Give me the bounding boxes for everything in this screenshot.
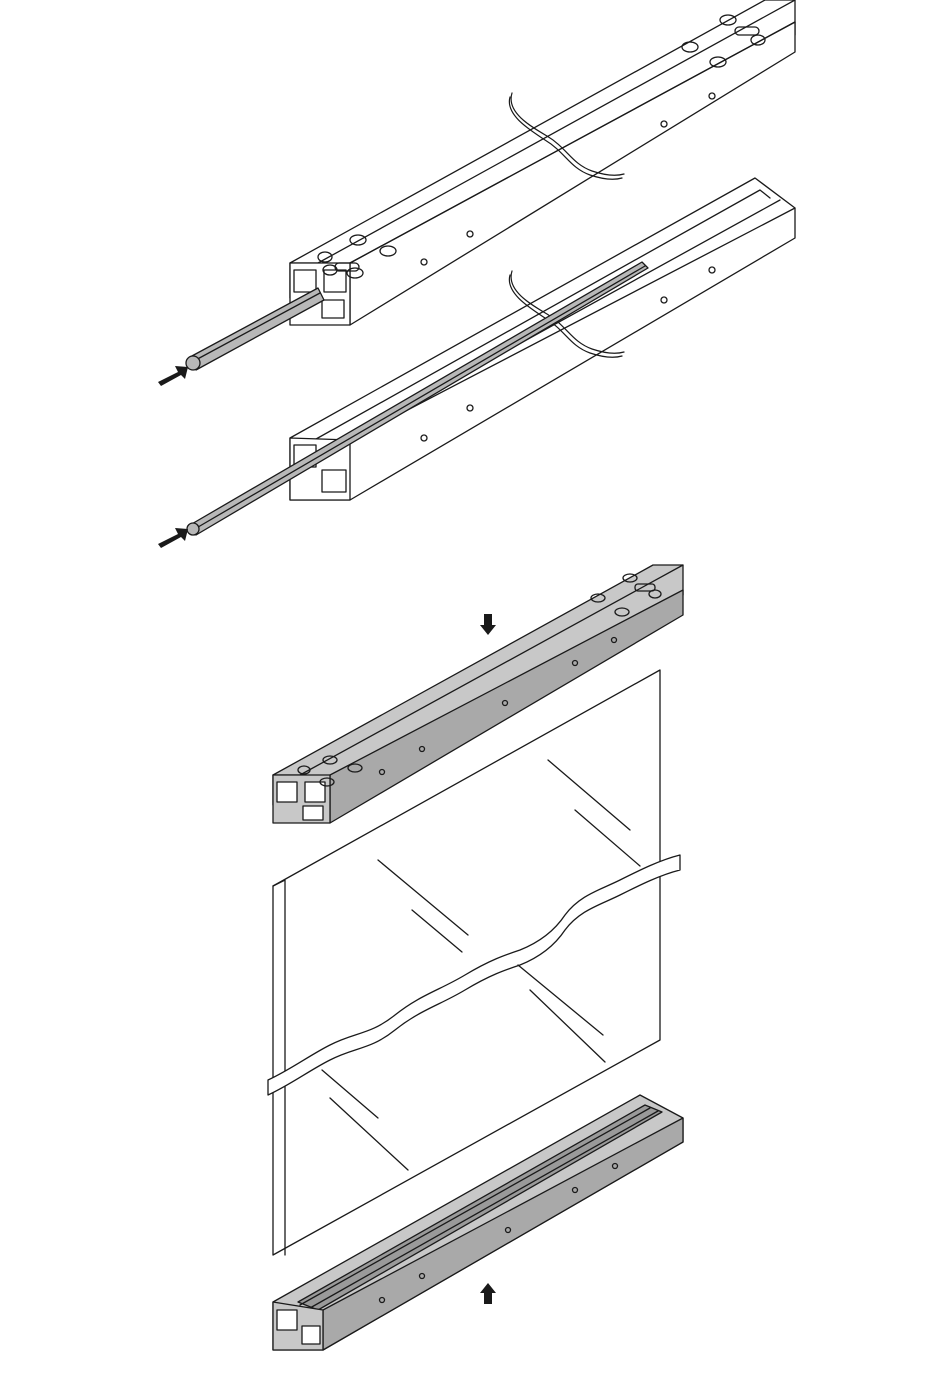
raise-bottom-profile-arrow (480, 1283, 496, 1304)
gasket-strip (190, 288, 324, 370)
profile-end-chamber-left (277, 782, 297, 802)
gasket-end (186, 356, 200, 370)
profile-end-chamber-left (277, 1310, 297, 1330)
profile-end-chamber-right (302, 1326, 320, 1344)
lower-top-profile-arrow (480, 614, 496, 635)
profile-end-chamber-bottom (303, 806, 323, 820)
gasket-end (187, 523, 199, 535)
top-profile-with-gasket (158, 0, 795, 386)
insert-gasket-bottom-arrow (158, 528, 188, 548)
gasket-groove (192, 293, 320, 362)
insert-gasket-top-arrow (158, 366, 188, 386)
gasket-groove (193, 266, 645, 530)
